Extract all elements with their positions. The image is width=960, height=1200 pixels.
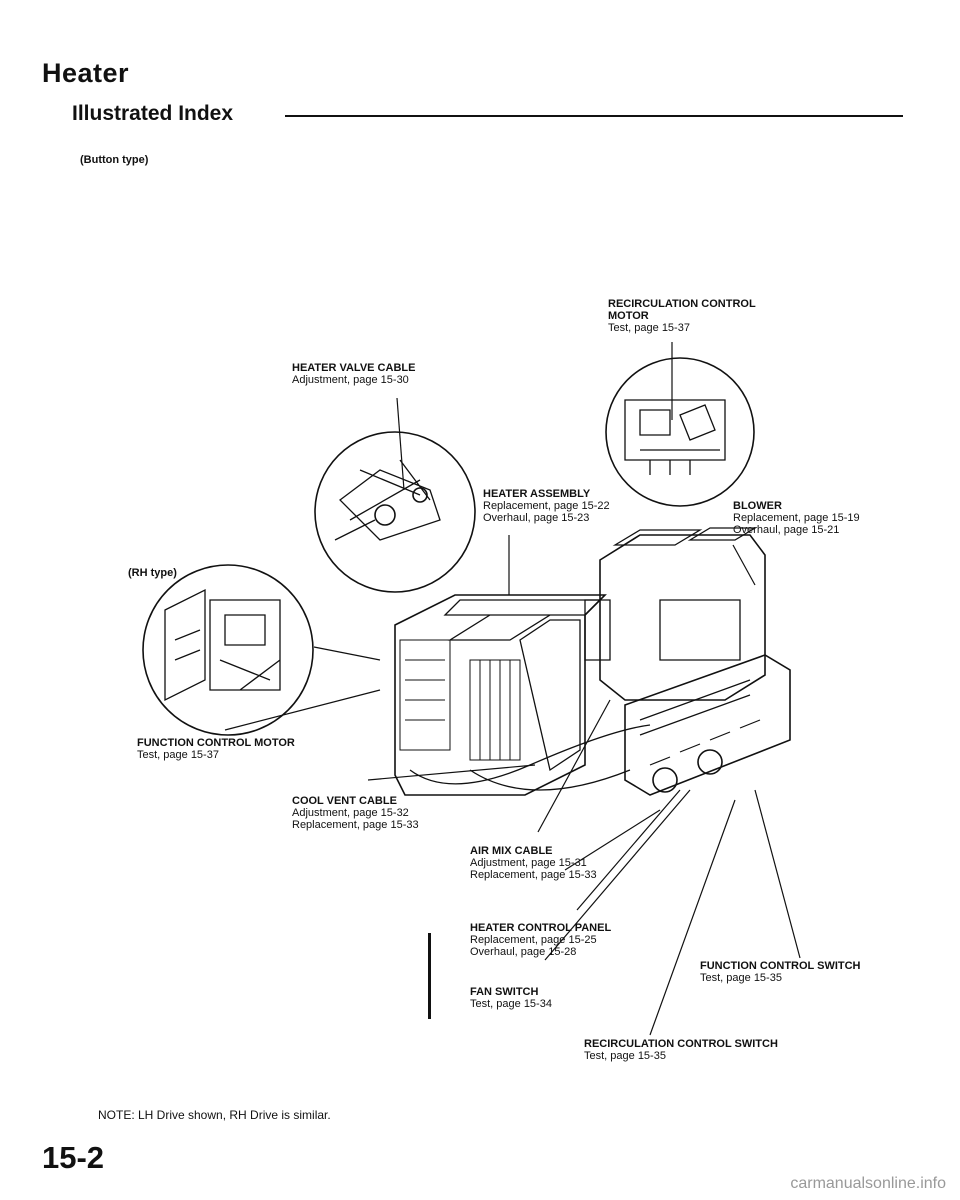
detail-circle-recirc-motor <box>605 357 755 507</box>
callout-ref: Overhaul, page 15-28 <box>470 946 577 958</box>
detail-circle-heater-valve <box>314 431 476 593</box>
callout-air-mix-cable: AIR MIX CABLE Adjustment, page 15-31 Rep… <box>470 845 597 881</box>
callout-heater-control-panel: HEATER CONTROL PANEL Replacement, page 1… <box>470 922 611 958</box>
callout-name: FUNCTION CONTROL SWITCH <box>700 960 861 972</box>
footer-note: NOTE: LH Drive shown, RH Drive is simila… <box>98 1108 331 1122</box>
watermark: carmanualsonline.info <box>790 1175 946 1192</box>
callout-name: RECIRCULATION CONTROL <box>608 298 756 310</box>
callout-name: BLOWER <box>733 500 782 512</box>
callout-name: FAN SWITCH <box>470 986 539 998</box>
callout-name: AIR MIX CABLE <box>470 845 553 857</box>
callout-ref: Test, page 15-34 <box>470 998 552 1010</box>
header-rule <box>285 115 903 117</box>
callout-ref: Test, page 15-35 <box>584 1050 666 1062</box>
margin-bar <box>428 933 431 1019</box>
control-panel-body <box>624 654 791 796</box>
callout-ref: Adjustment, page 15-30 <box>292 374 409 386</box>
callout-ref: Replacement, page 15-33 <box>292 819 419 831</box>
callout-ref: Overhaul, page 15-21 <box>733 524 840 536</box>
callout-ref: Test, page 15-35 <box>700 972 782 984</box>
callout-name: COOL VENT CABLE <box>292 795 397 807</box>
callout-name: MOTOR <box>608 310 649 322</box>
callout-function-control-motor: FUNCTION CONTROL MOTOR Test, page 15-37 <box>137 737 295 761</box>
callout-name: HEATER CONTROL PANEL <box>470 922 612 934</box>
blower-body <box>599 534 766 701</box>
callout-ref: Adjustment, page 15-32 <box>292 807 409 819</box>
callout-ref: Replacement, page 15-19 <box>733 512 860 524</box>
callout-ref: Adjustment, page 15-31 <box>470 857 587 869</box>
callout-name: FUNCTION CONTROL MOTOR <box>137 737 295 749</box>
callout-cool-vent-cable: COOL VENT CABLE Adjustment, page 15-32 R… <box>292 795 419 831</box>
variant-label-button: (Button type) <box>80 154 149 166</box>
callout-ref: Replacement, page 15-33 <box>470 869 597 881</box>
variant-label-rh: (RH type) <box>128 567 177 579</box>
detail-circle-rh-type <box>142 564 314 736</box>
callout-ref: Replacement, page 15-25 <box>470 934 597 946</box>
callout-function-control-switch: FUNCTION CONTROL SWITCH Test, page 15-35 <box>700 960 861 984</box>
section-subtitle: Illustrated Index <box>72 102 234 125</box>
callout-heater-assembly: HEATER ASSEMBLY Replacement, page 15-22 … <box>483 488 610 524</box>
page-title: Heater <box>42 58 130 88</box>
callout-blower: BLOWER Replacement, page 15-19 Overhaul,… <box>733 500 860 536</box>
callout-name: HEATER VALVE CABLE <box>292 362 416 374</box>
leader-lines <box>224 342 801 1036</box>
callout-ref: Overhaul, page 15-23 <box>483 512 590 524</box>
callout-recirc-switch: RECIRCULATION CONTROL SWITCH Test, page … <box>584 1038 778 1062</box>
callout-heater-valve-cable: HEATER VALVE CABLE Adjustment, page 15-3… <box>292 362 415 386</box>
callout-ref: Test, page 15-37 <box>137 749 219 761</box>
callout-name: HEATER ASSEMBLY <box>483 488 591 500</box>
callout-name: RECIRCULATION CONTROL SWITCH <box>584 1038 778 1050</box>
heater-assembly-body <box>394 594 607 796</box>
callout-ref: Replacement, page 15-22 <box>483 500 610 512</box>
callout-fan-switch: FAN SWITCH Test, page 15-34 <box>470 986 552 1010</box>
callout-recirc-motor: RECIRCULATION CONTROL MOTOR Test, page 1… <box>608 298 756 334</box>
page-number: 15-2 <box>42 1140 105 1175</box>
callout-ref: Test, page 15-37 <box>608 322 690 334</box>
